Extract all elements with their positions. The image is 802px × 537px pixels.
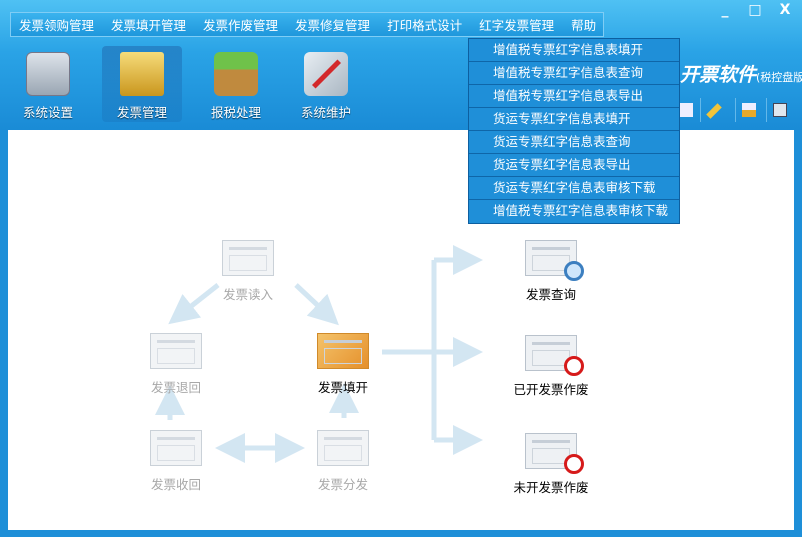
app-title: 开票软件(税控盘版): [680, 64, 802, 86]
node-invoice-recall[interactable]: 发票收回: [121, 430, 231, 493]
node-label: 未开发票作废: [513, 480, 589, 495]
menu-item-freight-red-fill[interactable]: 货运专票红字信息表填开: [469, 108, 679, 131]
node-label: 发票填开: [317, 380, 368, 395]
toolbar-label: 系统设置: [22, 105, 73, 120]
toolbar-system-maintenance[interactable]: 系统维护: [286, 46, 366, 122]
arrow-read-to-issue: [294, 283, 339, 326]
box-icon: [214, 52, 258, 96]
arrow-read-to-return: [168, 283, 220, 325]
invoice-recall-icon: [150, 430, 202, 466]
menu-invoice-void[interactable]: 发票作废管理: [203, 18, 279, 33]
void-unissued-icon: [525, 433, 584, 474]
folder-icon: [120, 52, 164, 96]
toolbar-label: 系统维护: [300, 105, 351, 120]
calculator-icon: [772, 103, 787, 117]
toolbar-invoice-management[interactable]: 发票管理: [102, 46, 182, 122]
invoice-query-icon: [525, 240, 584, 281]
magnifier-icon: [564, 261, 584, 281]
menu-invoice-repair[interactable]: 发票修复管理: [295, 18, 371, 33]
tools-icon: [304, 52, 348, 96]
settings-icon: [26, 52, 70, 96]
toolbar-label: 发票管理: [116, 105, 167, 120]
maximize-button[interactable]: □: [748, 2, 762, 18]
menu-invoice-purchase[interactable]: 发票领购管理: [19, 18, 95, 33]
node-invoice-issue[interactable]: 发票填开: [288, 333, 398, 396]
node-invoice-read[interactable]: 发票读入: [193, 240, 303, 303]
no-entry-icon: [564, 356, 584, 376]
invoice-issue-icon: [317, 333, 369, 369]
lock-icon: [741, 103, 756, 117]
node-label: 发票收回: [150, 477, 201, 492]
void-issued-icon: [525, 335, 584, 376]
title-bar: 发票领购管理 发票填开管理 发票作废管理 发票修复管理 打印格式设计 红字发票管…: [0, 0, 802, 130]
quick-calculator-button[interactable]: [766, 98, 792, 122]
menu-help[interactable]: 帮助: [571, 18, 597, 33]
node-invoice-return[interactable]: 发票退回: [121, 333, 231, 396]
node-label: 发票查询: [525, 287, 576, 302]
menu-bar: 发票领购管理 发票填开管理 发票作废管理 发票修复管理 打印格式设计 红字发票管…: [10, 12, 604, 37]
node-label: 发票分发: [317, 477, 368, 492]
red-invoice-dropdown: 增值税专票红字信息表填开 增值税专票红字信息表查询 增值税专票红字信息表导出 货…: [468, 38, 680, 224]
node-label: 发票读入: [222, 287, 273, 302]
quick-key-button[interactable]: [700, 98, 726, 122]
minimize-button[interactable]: _: [721, 2, 729, 18]
toolbar-tax-filing[interactable]: 报税处理: [196, 46, 276, 122]
key-icon: [705, 103, 722, 119]
menu-item-vat-red-export[interactable]: 增值税专票红字信息表导出: [469, 85, 679, 108]
node-void-unissued[interactable]: 未开发票作废: [496, 433, 606, 496]
invoice-read-icon: [222, 240, 274, 276]
node-void-issued[interactable]: 已开发票作废: [496, 335, 606, 398]
menu-red-invoice[interactable]: 红字发票管理: [479, 18, 555, 33]
menu-item-freight-red-download[interactable]: 货运专票红字信息表审核下载: [469, 177, 679, 200]
invoice-distribute-icon: [317, 430, 369, 466]
node-invoice-distribute[interactable]: 发票分发: [288, 430, 398, 493]
no-entry-icon: [564, 454, 584, 474]
menu-invoice-issue[interactable]: 发票填开管理: [111, 18, 187, 33]
window-icon: [678, 103, 693, 117]
menu-item-vat-red-download[interactable]: 增值税专票红字信息表审核下载: [493, 203, 669, 218]
menu-item-freight-red-export[interactable]: 货运专票红字信息表导出: [469, 154, 679, 177]
toolbar-system-settings[interactable]: 系统设置: [8, 46, 88, 122]
close-button[interactable]: X: [779, 2, 791, 18]
toolbar-label: 报税处理: [210, 105, 261, 120]
node-invoice-query[interactable]: 发票查询: [496, 240, 606, 303]
menu-print-format[interactable]: 打印格式设计: [387, 18, 463, 33]
menu-item-freight-red-query[interactable]: 货运专票红字信息表查询: [469, 131, 679, 154]
node-label: 发票退回: [150, 380, 201, 395]
node-label: 已开发票作废: [513, 382, 589, 397]
menu-item-vat-red-query[interactable]: 增值税专票红字信息表查询: [469, 62, 679, 85]
invoice-return-icon: [150, 333, 202, 369]
workflow-arrows: [155, 245, 483, 463]
menu-item-vat-red-fill[interactable]: 增值税专票红字信息表填开: [469, 39, 679, 62]
quick-lock-button[interactable]: [735, 98, 761, 122]
